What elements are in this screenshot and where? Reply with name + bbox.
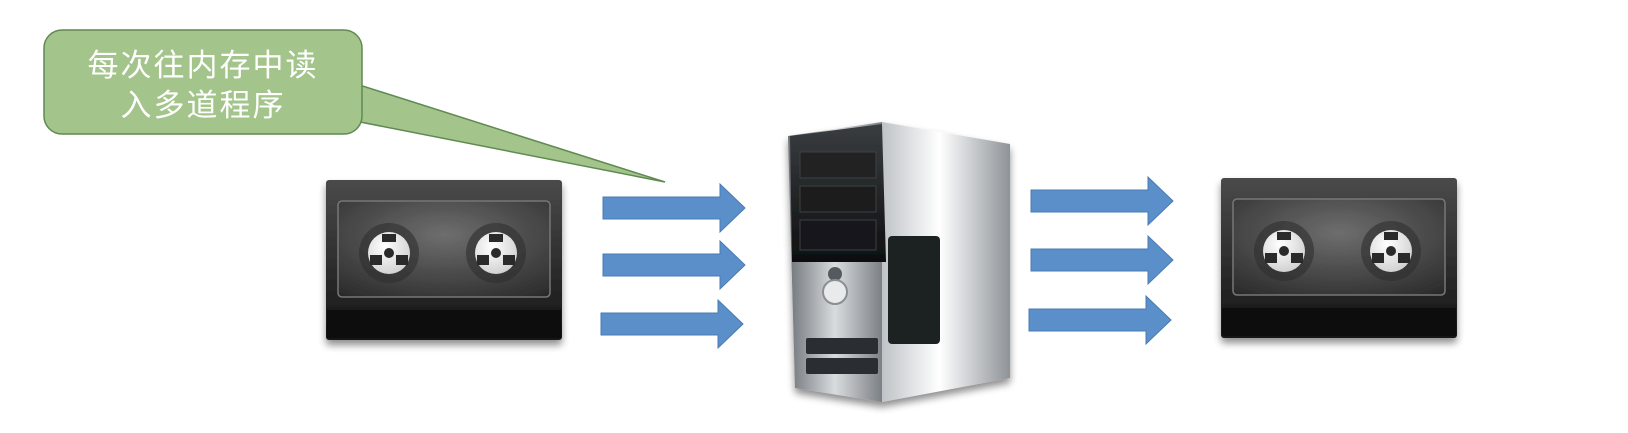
input-arrow-1-icon (602, 182, 746, 234)
output-arrows (1028, 175, 1174, 346)
callout-line-1: 每次往内存中读 (87, 48, 319, 84)
tower-server-icon (788, 122, 1010, 402)
callout-pointer (349, 80, 666, 183)
input-arrows (600, 182, 746, 350)
output-arrow-1-icon (1030, 175, 1174, 227)
input-tape-drive-icon (326, 180, 562, 340)
output-arrow-2-icon (1030, 234, 1174, 286)
output-tape-drive-icon (1221, 178, 1457, 338)
callout-text: 每次往内存中读 入多道程序 (44, 36, 362, 136)
reel-icon (359, 223, 419, 283)
output-arrow-3-icon (1028, 294, 1172, 346)
callout-line-2: 入多道程序 (120, 88, 286, 124)
reel-icon (1361, 221, 1421, 281)
callout-box (43, 29, 363, 135)
reel-icon (466, 223, 526, 283)
callout-bubble (43, 29, 666, 183)
reel-icon (1254, 221, 1314, 281)
input-arrow-2-icon (602, 239, 746, 291)
input-arrow-3-icon (600, 298, 744, 350)
